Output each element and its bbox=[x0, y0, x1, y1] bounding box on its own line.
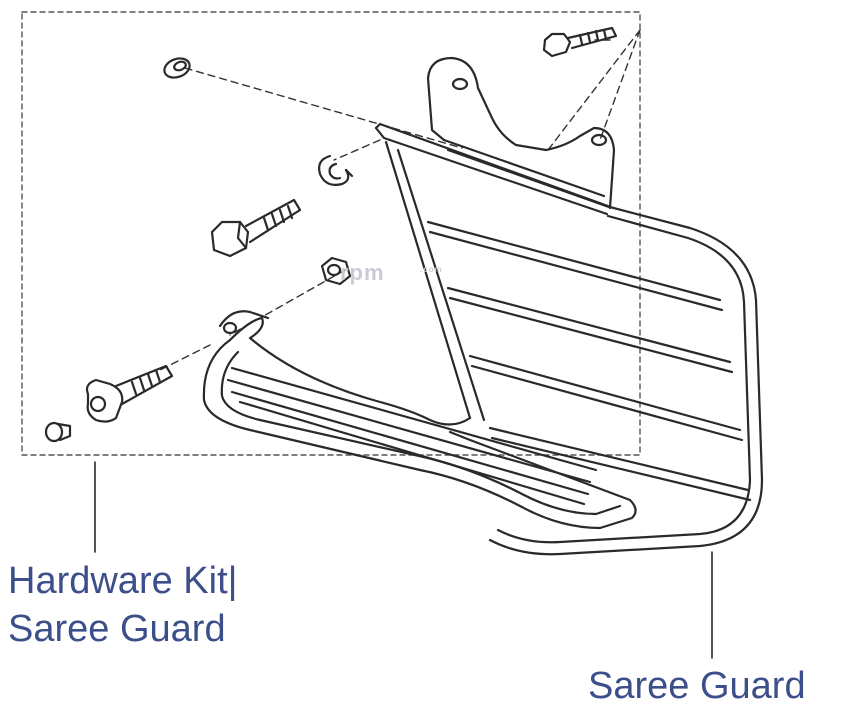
lock-washer bbox=[318, 154, 354, 186]
hex-nut bbox=[320, 256, 352, 286]
socket-cap-bolt bbox=[85, 364, 174, 423]
hardware-kit-boundary bbox=[21, 11, 641, 456]
leader-lines bbox=[94, 461, 713, 659]
hex-bolt bbox=[210, 198, 302, 258]
svg-text:rpm: rpm bbox=[340, 260, 385, 285]
watermark: rpm .com bbox=[340, 260, 443, 285]
svg-text:.com: .com bbox=[420, 265, 443, 274]
hardware-kit-label-line1: Hardware Kit| bbox=[8, 560, 238, 602]
hardware-kit-label-line2: Saree Guard bbox=[8, 608, 226, 650]
washer bbox=[163, 57, 191, 79]
saree-guard-frame bbox=[202, 56, 764, 556]
flange-bolt bbox=[542, 26, 618, 58]
rivet bbox=[44, 421, 72, 443]
hardware-kit-label: Hardware Kit| Saree Guard bbox=[8, 557, 238, 653]
saree-guard-label: Saree Guard bbox=[588, 665, 806, 707]
